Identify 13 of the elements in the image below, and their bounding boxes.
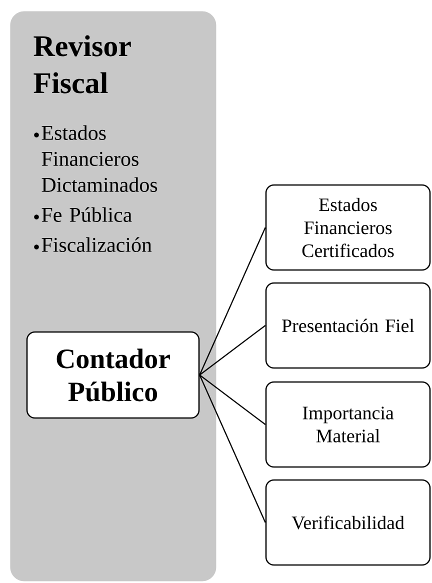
item-box: Presentación Fiel [265,282,431,369]
connector-line [199,227,266,376]
bullet-item: Fe Pública [42,207,132,222]
item-box: Estados Financieros Certificados [265,184,431,271]
item-box: Verificabilidad [265,479,431,566]
connector-line [199,374,266,425]
connector-line [199,325,266,376]
bullet-item: Fiscalización [42,237,152,252]
bullet-item: Estados Financieros Dictaminados [42,125,158,192]
connector-line [199,374,266,523]
panel-heading: Revisor Fiscal [34,35,131,94]
item-box: Importancia Material [265,381,431,468]
main-box: Contador Público [26,331,200,419]
